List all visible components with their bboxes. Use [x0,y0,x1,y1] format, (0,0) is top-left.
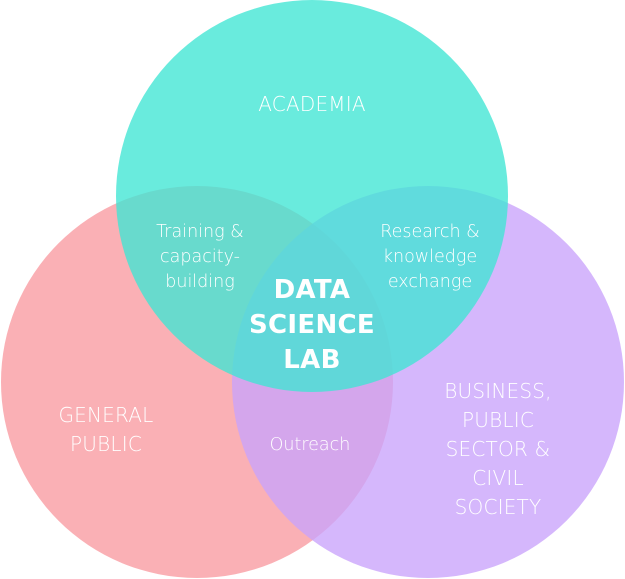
label-data-science-lab: DATA SCIENCE LAB [249,275,375,375]
label-business: BUSINESS, PUBLIC SECTOR & CIVIL SOCIETY [444,379,552,519]
label-general-public: GENERAL PUBLIC [58,403,154,456]
label-outreach: Outreach [269,435,351,455]
label-academia: ACADEMIA [258,92,366,116]
label-training-capacity-building: Training & capacity- building [156,222,244,292]
label-research-knowledge-exchange: Research & knowledge exchange [380,222,480,292]
circle-academia [116,0,508,392]
